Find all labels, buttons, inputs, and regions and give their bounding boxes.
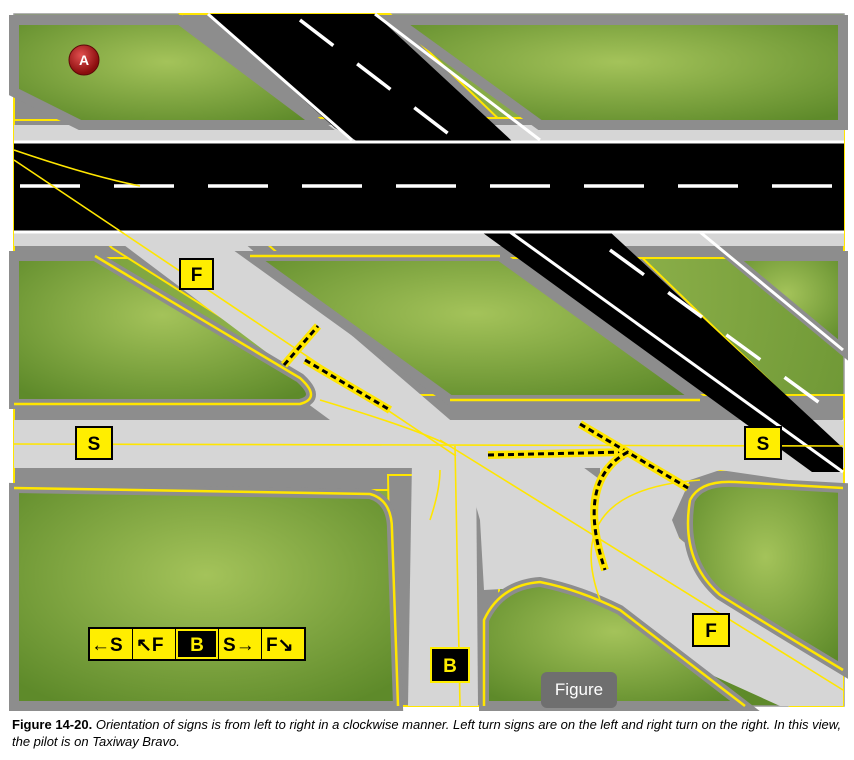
taxiway-edge-lines	[13, 254, 844, 707]
sign-array-f-right	[262, 629, 304, 659]
sign-array-s-left	[90, 629, 132, 659]
sign-array-f-left-letter: F	[152, 635, 164, 656]
sign-s-right: S	[744, 426, 782, 460]
sign-array-b-letter: B	[190, 635, 204, 656]
sign-array-left-arrow: ←	[91, 635, 110, 656]
sign-b-location: B	[430, 647, 470, 683]
caption-label: Figure 14-20.	[12, 717, 93, 732]
sign-f-bottom: F	[692, 613, 730, 647]
sign-array-f-right-letter: F	[266, 635, 278, 656]
sign-f-top: F	[179, 258, 214, 290]
svg-text:↖F: ↖F	[136, 635, 164, 656]
sign-array-s-left-letter: S	[110, 635, 123, 656]
sign-s-left-label: S	[88, 434, 101, 455]
taxiway-centerlines	[13, 149, 844, 707]
airport-diagram: A F S S F B ←S ↖F B S→	[9, 12, 848, 711]
sign-array-s-right-letter: S	[223, 635, 236, 656]
svg-text:S→: S→	[223, 635, 255, 656]
sign-array-up-left-arrow: ↖	[136, 635, 152, 656]
sign-f-bottom-label: F	[705, 621, 717, 642]
sign-array-down-right-arrow: ↘	[278, 635, 294, 656]
svg-text:F↘: F↘	[266, 635, 294, 656]
sign-s-right-label: S	[757, 434, 770, 455]
figure-tag[interactable]: Figure	[541, 672, 617, 708]
marker-a-label: A	[79, 52, 89, 68]
sign-b-location-label: B	[443, 656, 457, 677]
sign-array-f-left	[133, 629, 175, 659]
caption-text: Orientation of signs is from left to rig…	[12, 717, 842, 749]
marker-a: A	[68, 44, 100, 76]
sign-array-b-location	[176, 629, 218, 659]
sign-array-right-arrow: →	[236, 635, 255, 656]
runways	[14, 12, 845, 474]
hold-short-markings	[280, 323, 691, 572]
sign-array-s-right	[219, 629, 261, 659]
sign-f-top-label: F	[191, 265, 203, 286]
svg-text:←S: ←S	[91, 635, 123, 656]
sign-array: ←S ↖F B S→ F↘	[88, 627, 306, 661]
figure-caption: Figure 14-20. Orientation of signs is fr…	[12, 716, 844, 750]
sign-s-left: S	[75, 426, 113, 460]
